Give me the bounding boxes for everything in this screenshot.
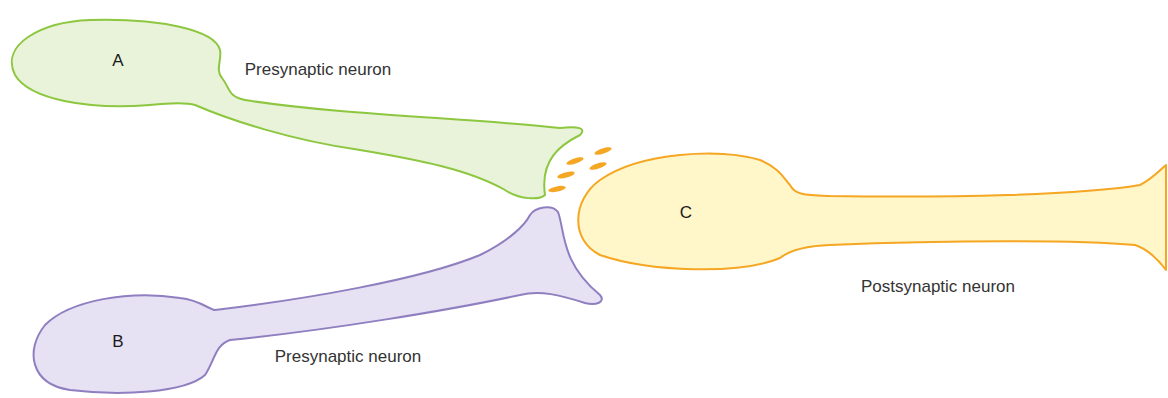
neuron-letter: A	[112, 51, 123, 70]
neuron-body	[578, 154, 1166, 270]
label-holder: Presynaptic neuron	[275, 347, 421, 367]
neuron-letter: B	[112, 332, 123, 351]
neuron-body	[12, 20, 583, 199]
label-holder: B	[112, 332, 123, 352]
neuron-label: Postsynaptic neuron	[861, 277, 1015, 296]
neuron-outline	[0, 10, 600, 210]
neuron-body	[34, 207, 602, 393]
neuron-outline	[20, 195, 620, 398]
presynaptic-neuron: B Presynaptic neuron	[20, 195, 620, 398]
neurotransmitter	[557, 170, 576, 180]
neurotransmitter	[589, 161, 608, 172]
neurotransmitter	[594, 146, 613, 157]
neurotransmitter	[566, 156, 585, 167]
presynaptic-neuron: A Presynaptic neuron	[0, 10, 600, 210]
neuron-label: Presynaptic neuron	[245, 60, 391, 79]
neuron-letter: C	[680, 203, 692, 222]
label-holder: Presynaptic neuron	[245, 60, 391, 80]
neurotransmitter	[548, 185, 567, 194]
postsynaptic-neuron: C Postsynaptic neuron	[560, 140, 1168, 310]
label-holder: C	[680, 203, 692, 223]
neuron-label: Presynaptic neuron	[275, 347, 421, 366]
label-holder: Postsynaptic neuron	[861, 277, 1015, 297]
label-holder: A	[112, 51, 123, 71]
